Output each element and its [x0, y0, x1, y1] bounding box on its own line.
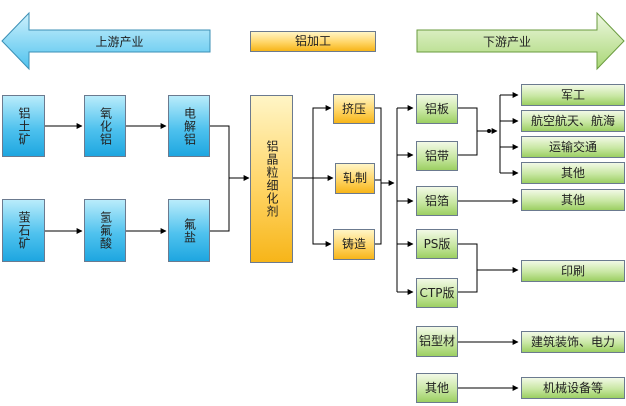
node-transportation: 运输交通: [521, 136, 625, 158]
merge-processes: [375, 107, 382, 245]
processing-label: 铝加工: [250, 31, 376, 52]
node-printing: 印刷: [521, 260, 625, 282]
merge-plate-strip: [458, 107, 478, 156]
node-alumina-label: 氧化铝: [98, 106, 113, 146]
node-aerospace-marine: 航空航天、航海: [521, 110, 625, 132]
node-hydrofluoric-acid-label: 氢氟酸: [98, 211, 113, 250]
node-ps-plate: PS版: [416, 229, 458, 259]
node-machinery: 机械设备等: [521, 377, 625, 399]
downstream-arrow: [416, 11, 625, 71]
node-casting: 铸造: [333, 229, 375, 260]
merge-ps-ctp: [458, 243, 478, 293]
junction-dot: [487, 129, 491, 133]
downstream-label: 下游产业: [482, 34, 531, 49]
node-hydrofluoric-acid: 氢氟酸: [84, 199, 126, 262]
node-grain-refiner: 铝晶粒细化剂: [250, 95, 293, 263]
node-bauxite-label: 铝土矿: [17, 106, 31, 146]
upstream-arrow: [1, 11, 211, 71]
arrow-to-casting: [312, 178, 332, 247]
node-aluminum-profile: 铝型材: [416, 326, 458, 357]
node-aluminum-plate: 铝板: [416, 94, 458, 124]
node-rolling: 轧制: [335, 163, 375, 194]
node-ctp-plate: CTP版: [416, 278, 458, 308]
node-other-product: 其他: [416, 373, 458, 403]
node-other-app-1: 其他: [521, 162, 625, 184]
node-fluorosalt: 氟盐: [168, 199, 210, 262]
node-aluminum-foil: 铝箔: [416, 186, 458, 216]
arrow-to-extrusion: [312, 105, 332, 178]
node-aluminum-strip: 铝带: [416, 141, 458, 171]
node-alumina: 氧化铝: [84, 95, 126, 157]
node-military: 军工: [521, 84, 625, 106]
merge-upstream: [210, 125, 230, 232]
node-extrusion: 挤压: [333, 94, 375, 124]
upstream-label: 上游产业: [95, 34, 144, 49]
node-construction-power: 建筑装饰、电力: [521, 331, 625, 353]
node-electrolytic-aluminum-label: 电解铝: [182, 106, 197, 146]
node-fluorite: 萤石矿: [2, 199, 45, 262]
node-other-app-2: 其他: [521, 189, 625, 211]
node-grain-refiner-label: 铝晶粒细化剂: [265, 140, 279, 218]
node-bauxite: 铝土矿: [2, 95, 45, 157]
node-electrolytic-aluminum: 电解铝: [168, 95, 210, 157]
node-fluorite-label: 萤石矿: [17, 211, 31, 250]
node-fluorosalt-label: 氟盐: [182, 217, 197, 244]
